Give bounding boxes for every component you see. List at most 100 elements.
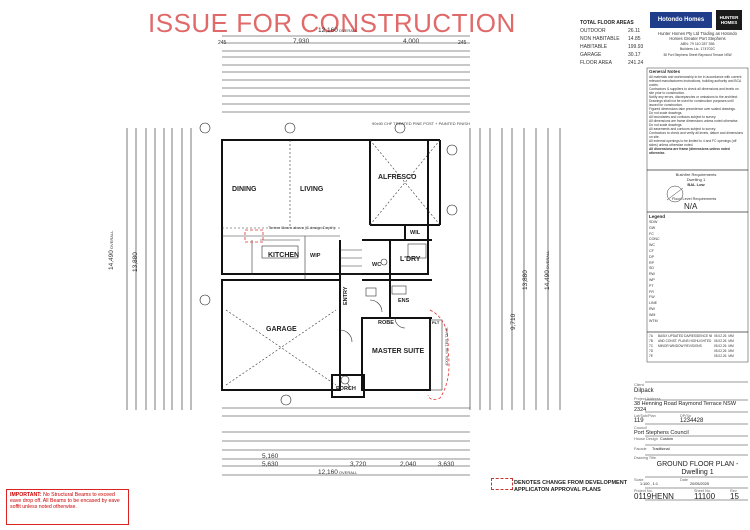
top-dim-2: 4,000 xyxy=(403,38,420,45)
company-line: Homes Greater Port Stephens xyxy=(669,36,726,42)
top-dim-overall: 12,160OVERALL xyxy=(318,27,358,34)
address-value: 38 Henning Road Raymond Terrace NSW 2324 xyxy=(634,401,737,413)
bushfire-title: Bushfire Requirements xyxy=(675,172,717,177)
legend-item: LINE xyxy=(649,301,657,306)
design-label: House Design xyxy=(634,437,658,441)
bushfire-block: Bushfire Requirements Dwelling 1 BAL Low xyxy=(649,172,743,187)
general-notes: General Notes All materials and workmans… xyxy=(649,69,744,155)
dp-label: DP/Sp xyxy=(680,414,691,418)
area-row-garage: GARAGE xyxy=(580,52,602,58)
room-alfresco: ALFRESCO xyxy=(378,174,417,181)
legend-item: DP xyxy=(649,254,654,259)
development-change-marker xyxy=(491,478,513,490)
sheet-label: Sheet No. xyxy=(694,489,711,493)
hunter-homes-logo: HUNTER HOMES xyxy=(716,10,742,30)
bottom-dim-e: 3,630 xyxy=(438,461,455,468)
right-dim-overall: 14,490OVERALL xyxy=(544,250,551,290)
general-note: All boundaries and contours subject to s… xyxy=(649,115,717,119)
bottom-dim-b: 5,630 xyxy=(262,461,279,468)
flood-label: Flood Level Requirements xyxy=(672,197,717,201)
room-garage: GARAGE xyxy=(266,326,297,333)
floor-plan-drawing xyxy=(126,35,561,476)
client-value: Dilpack xyxy=(634,388,654,394)
legend-item: SDW xyxy=(649,220,658,224)
important-text: No Structural Beams to exceed eave drop … xyxy=(10,492,120,511)
dp-value: 1234428 xyxy=(680,418,704,424)
general-note: All dimensions are frame (dimensions unl… xyxy=(649,147,730,155)
room-wil: WIL xyxy=(410,230,421,236)
bottom-dim-d: 2,040 xyxy=(400,461,417,468)
general-note: Drawings shall not be used for construct… xyxy=(649,99,734,107)
general-note: Figured dimensions take precedence over … xyxy=(649,107,736,111)
bushfire-sub: Dwelling 1 xyxy=(686,177,706,182)
project-label: Project No. xyxy=(634,489,653,493)
right-dim-mid: 9,710 xyxy=(510,313,517,330)
legend-item: WTM xyxy=(649,318,658,323)
bushfire-bal: BAL Low xyxy=(687,182,705,187)
sheet-value: 11100 xyxy=(694,492,716,501)
company-address: 38 Port Stephens Street Raymond Terrace … xyxy=(663,52,732,57)
legend-item: RW xyxy=(649,272,655,277)
legend-item: SD xyxy=(649,266,654,271)
general-notes-title: General Notes xyxy=(649,69,681,74)
date-value: 20/05/2025 xyxy=(690,482,710,486)
company-info: Hunter Homes Pty Ltd Trading as Hotondo … xyxy=(650,31,745,58)
bottom-dim-c: 3,720 xyxy=(350,461,367,468)
address-label: Project Address xyxy=(634,397,661,401)
legend-item: FC xyxy=(649,231,654,236)
room-robe: ROBE xyxy=(378,320,394,326)
company-line: ABN: 79 110 287 356 xyxy=(680,41,715,46)
lot-label: Lot/Sub/Plan xyxy=(634,414,656,418)
legend-item: CONC xyxy=(649,237,660,242)
room-dining: DINING xyxy=(232,186,257,193)
general-note: All dimensions are frame dimensions unle… xyxy=(649,119,739,123)
issue-stamp: ISSUE FOR CONSTRUCTION xyxy=(148,8,516,38)
area-row-outdoor: OUTDOOR xyxy=(580,28,606,34)
area-value-garage: 30.17 xyxy=(628,52,641,58)
legend-list: SDW GW FC CONC WC CF DP RP SD RW WP PT F… xyxy=(649,220,660,324)
area-value-outdoor: 26.11 xyxy=(628,28,641,34)
general-note: Contractors to check and verify all leve… xyxy=(649,131,744,139)
total-floor-areas-title: TOTAL FLOOR AREAS xyxy=(580,20,634,26)
left-dim-overall: 14,490OVERALL xyxy=(108,230,115,270)
general-note: All easements and contours subject to su… xyxy=(649,127,717,131)
room-wc: WC xyxy=(372,262,382,268)
important-note: IMPORTANT: No Structural Beams to exceed… xyxy=(6,489,129,525)
design-value: Custom xyxy=(660,437,674,441)
drawing-label: Drawing Title xyxy=(634,456,656,460)
bottom-dim-a: 5,160 xyxy=(262,453,279,460)
legend-item: CF xyxy=(649,248,654,253)
top-dim-left-offset: 245 xyxy=(218,40,227,46)
general-note: Do not scale drawings. xyxy=(649,111,683,115)
rev-label: Rev xyxy=(730,489,737,493)
important-label: IMPORTANT: xyxy=(10,492,42,498)
room-living: LIVING xyxy=(300,186,324,193)
general-note: Do not scale drawings. xyxy=(649,123,683,127)
flood-value: N/A xyxy=(684,202,698,211)
facade-value: Traditional xyxy=(652,447,670,451)
lot-value: 119 xyxy=(634,418,644,424)
area-row-floor-area: FLOOR AREA xyxy=(580,60,612,66)
legend-item: WP xyxy=(649,277,655,282)
top-dim-right-offset: 245 xyxy=(458,40,467,46)
legend-item: PT xyxy=(649,283,654,288)
general-note: All external openings to be limited to 4… xyxy=(649,139,737,147)
rev-value: 15 xyxy=(730,492,739,501)
council-label: Council xyxy=(634,426,647,430)
legend-item: RW xyxy=(649,306,655,311)
room-ldry: L'DRY xyxy=(400,256,421,263)
area-value-habitable: 199.93 xyxy=(628,44,644,50)
bottom-dim-overall: 12,160OVERALL xyxy=(318,469,358,476)
ceiling-note: Timber Beam above (S.design Depth) xyxy=(268,225,335,230)
top-dim-1: 7,930 xyxy=(293,38,310,45)
legend-item: GW xyxy=(649,225,656,230)
general-note: Contractors & suppliers to check all dim… xyxy=(649,87,739,95)
legend-item: RP xyxy=(649,260,654,265)
tank-note: 4000L WA TER TANK xyxy=(444,327,449,366)
legend-item: FW xyxy=(649,295,655,300)
